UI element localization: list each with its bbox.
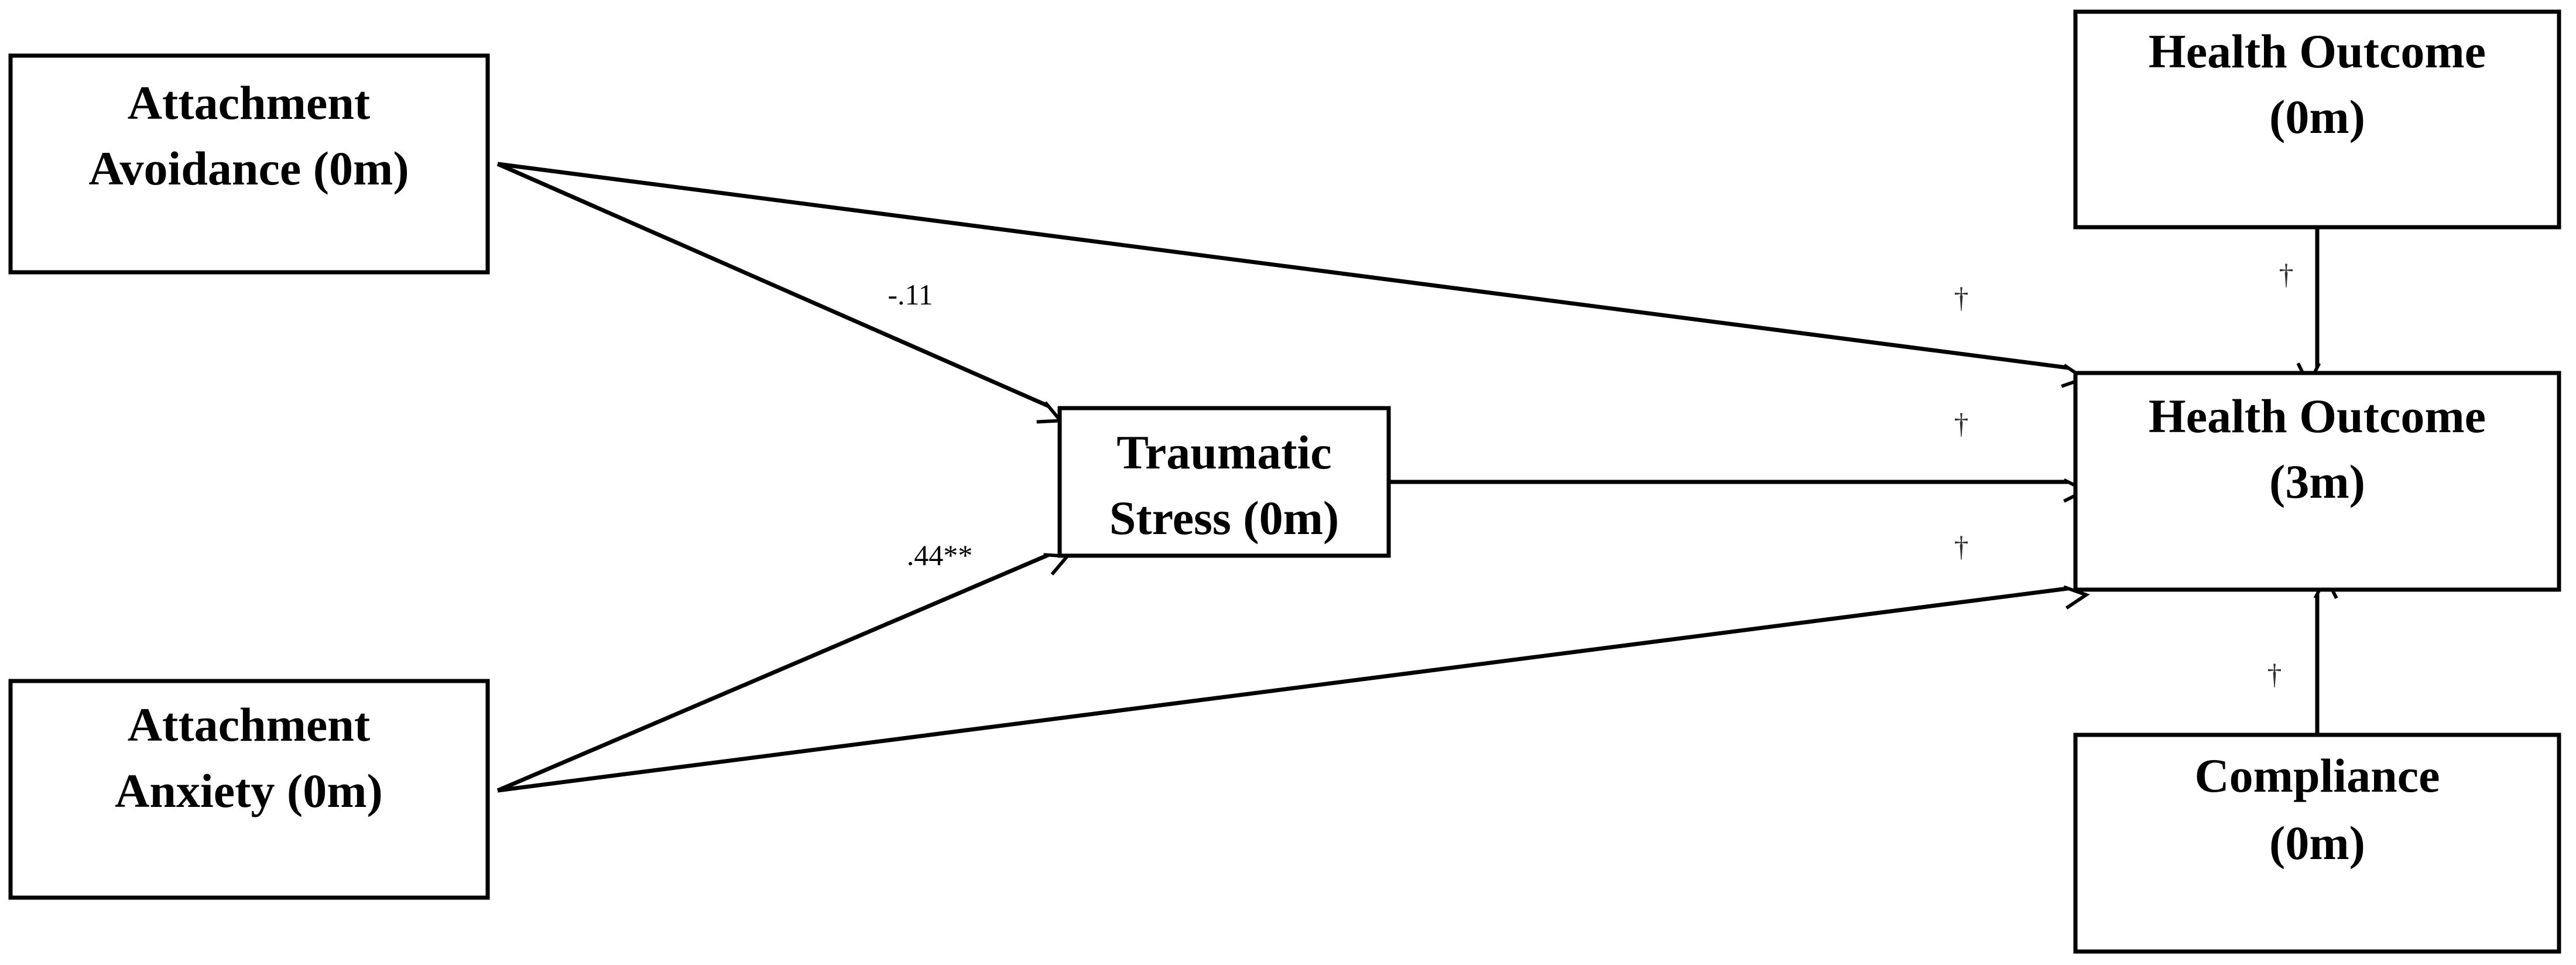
node-attachment-anxiety: Attachment Anxiety (0m) (8, 679, 490, 900)
coef-anxiety-to-stress: .44** (907, 539, 973, 572)
node-attachment-avoidance-line1: Attachment (128, 76, 370, 129)
node-health-outcome-3m-line2: (3m) (2269, 455, 2365, 508)
node-health-outcome-0m-line2: (0m) (2269, 90, 2365, 143)
dagger-anxiety-to-health: † (1954, 530, 1969, 563)
node-compliance-line1: Compliance (2194, 749, 2440, 802)
edge-avoidance-to-health-3m (497, 162, 2088, 388)
node-attachment-avoidance-line2: Avoidance (0m) (88, 142, 409, 195)
dagger-stress-to-health: † (1954, 407, 1969, 440)
node-health-outcome-0m-line1: Health Outcome (2149, 25, 2486, 78)
dagger-avoidance-to-health: † (1954, 281, 1969, 314)
edges (496, 162, 2338, 793)
node-compliance-line2: (0m) (2269, 816, 2365, 870)
edge-labels: -.11 .44** † † † † † (888, 258, 2293, 690)
node-health-outcome-0m: Health Outcome (0m) (2073, 9, 2561, 230)
node-traumatic-stress-line2: Stress (0m) (1109, 491, 1339, 545)
edge-avoidance-to-stress (496, 162, 1064, 424)
edge-anxiety-to-stress (496, 553, 1071, 793)
node-traumatic-stress-line1: Traumatic (1116, 426, 1331, 479)
dagger-compliance-to-health: † (2267, 658, 2282, 690)
node-attachment-avoidance: Attachment Avoidance (0m) (8, 53, 490, 275)
dagger-health0-to-health3: † (2279, 258, 2294, 290)
node-health-outcome-3m: Health Outcome (3m) (2073, 371, 2561, 592)
node-traumatic-stress: Traumatic Stress (0m) (1057, 406, 1391, 558)
node-health-outcome-3m-line1: Health Outcome (2149, 389, 2486, 443)
node-attachment-anxiety-line1: Attachment (128, 698, 370, 751)
node-compliance: Compliance (0m) (2073, 733, 2561, 954)
node-attachment-anxiety-line2: Anxiety (0m) (115, 764, 383, 817)
edge-anxiety-to-health-3m (497, 585, 2090, 793)
coef-avoidance-to-stress: -.11 (888, 278, 933, 311)
